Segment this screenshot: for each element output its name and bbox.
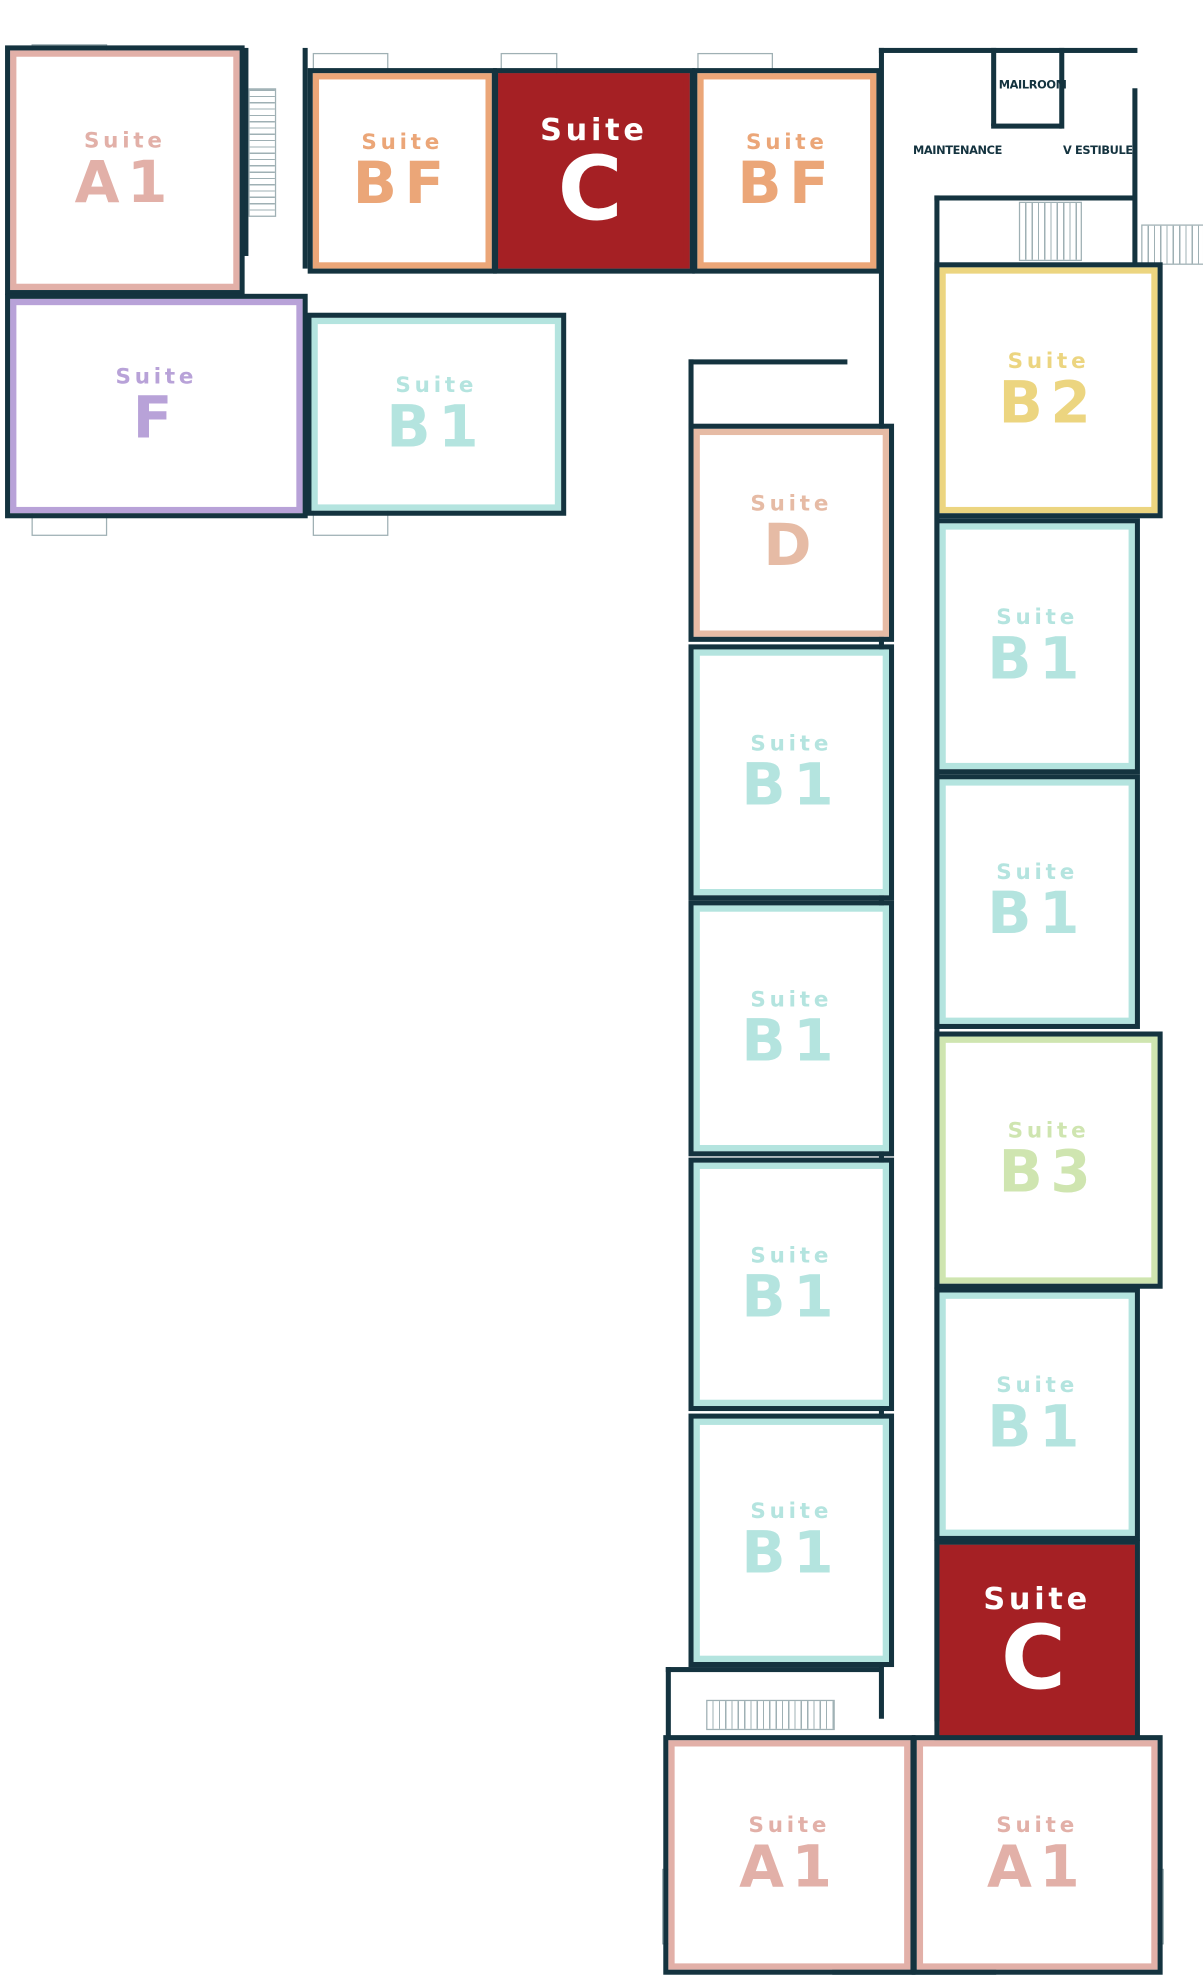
suite-word: Suite xyxy=(745,129,828,155)
suite-code: B1 xyxy=(987,878,1088,948)
suite-word: Suite xyxy=(996,1813,1079,1839)
suite-word: Suite xyxy=(996,860,1079,886)
suite-word: Suite xyxy=(83,128,166,154)
suite-code: A1 xyxy=(74,147,176,216)
stairs xyxy=(1141,224,1203,265)
suite-word: Suite xyxy=(983,1581,1091,1617)
suite-word: Suite xyxy=(750,730,833,756)
suite-word: Suite xyxy=(361,129,444,155)
wall xyxy=(243,47,249,256)
suite-word: Suite xyxy=(996,604,1079,630)
suite-code: D xyxy=(763,510,820,579)
suite-code: B1 xyxy=(741,1261,842,1330)
suite-code: B3 xyxy=(998,1137,1099,1206)
wall xyxy=(878,47,1138,53)
wall xyxy=(302,47,308,269)
suite-word: Suite xyxy=(750,1242,833,1268)
wall xyxy=(832,1969,997,1975)
suite-code: A1 xyxy=(739,1832,840,1901)
wall xyxy=(1132,88,1138,265)
suite-word: Suite xyxy=(395,372,478,398)
wall xyxy=(991,47,997,127)
suite-code: BF xyxy=(352,148,452,217)
suite-word: Suite xyxy=(750,1498,833,1524)
wall xyxy=(688,359,848,365)
suite-code: B1 xyxy=(741,1517,842,1586)
suite-word: Suite xyxy=(540,111,648,147)
wall xyxy=(665,1667,671,1737)
wall xyxy=(688,359,694,429)
stairs xyxy=(1018,201,1082,262)
suite-code: BF xyxy=(737,148,837,217)
suite-word: Suite xyxy=(1007,1118,1090,1144)
wall xyxy=(934,195,940,1722)
suite-code: B1 xyxy=(741,1005,842,1074)
suite-word: Suite xyxy=(750,986,833,1012)
suite-code: B1 xyxy=(741,749,842,818)
wall xyxy=(1059,47,1065,129)
suite-code: C xyxy=(557,136,631,241)
stairs xyxy=(706,1699,835,1731)
wall xyxy=(991,123,1062,129)
stairs xyxy=(248,88,277,217)
wall xyxy=(665,1667,881,1673)
suite-code: B1 xyxy=(987,623,1088,692)
suite-word: Suite xyxy=(996,1372,1079,1398)
room-label-mailroom: MAILROOM xyxy=(998,79,1067,93)
room-label-vestibule: V ESTIBULE xyxy=(1063,145,1133,158)
suite-word: Suite xyxy=(750,491,833,517)
room-label-maintenance: MAINTENANCE xyxy=(912,145,1002,158)
suite-code: C xyxy=(1000,1606,1074,1710)
suite-word: Suite xyxy=(748,1813,831,1839)
suite-code: F xyxy=(132,383,180,452)
suite-code: B1 xyxy=(987,1391,1088,1460)
suite-code: A1 xyxy=(986,1832,1088,1901)
suite-code: B1 xyxy=(386,391,487,460)
wall xyxy=(934,195,1137,201)
suite-word: Suite xyxy=(1007,348,1090,374)
suite-word: Suite xyxy=(115,364,198,390)
suite-code: B2 xyxy=(998,367,1099,436)
